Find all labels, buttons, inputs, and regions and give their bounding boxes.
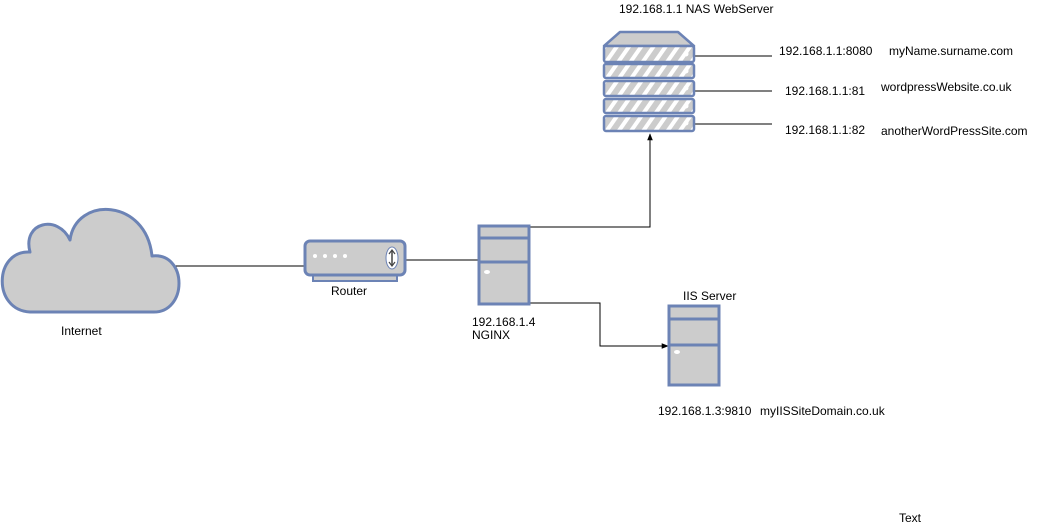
nas-rack-server-icon: [602, 30, 696, 133]
iis-domain: myIISSiteDomain.co.uk: [760, 404, 885, 418]
connectors: [172, 55, 772, 349]
port-8080-address: 192.168.1.1:8080: [779, 44, 873, 58]
nas-title: 192.168.1.1 NAS WebServer: [619, 2, 774, 16]
port-81-address: 192.168.1.1:81: [785, 84, 866, 98]
iis-title: IIS Server: [683, 289, 737, 303]
footer-text: Text: [899, 511, 922, 525]
iis-address: 192.168.1.3:9810: [658, 404, 752, 418]
nginx-name-label: NGINX: [472, 328, 511, 342]
router-label: Router: [331, 284, 368, 298]
router-icon: [303, 239, 407, 282]
nginx-nas-link: [529, 133, 653, 228]
port-8080-domain: myName.surname.com: [889, 44, 1014, 58]
port-82-domain: anotherWordPressSite.com: [881, 124, 1028, 138]
port-82-address: 192.168.1.1:82: [785, 123, 866, 137]
port-81-domain: wordpressWebsite.co.uk: [881, 80, 1012, 94]
nginx-server-icon: [477, 224, 531, 306]
internet-cloud-icon: [0, 208, 181, 314]
nginx-iis-link: [529, 302, 669, 349]
nginx-ip-label: 192.168.1.4: [472, 315, 536, 329]
iis-server-icon: [667, 304, 721, 387]
internet-label: Internet: [61, 324, 102, 338]
